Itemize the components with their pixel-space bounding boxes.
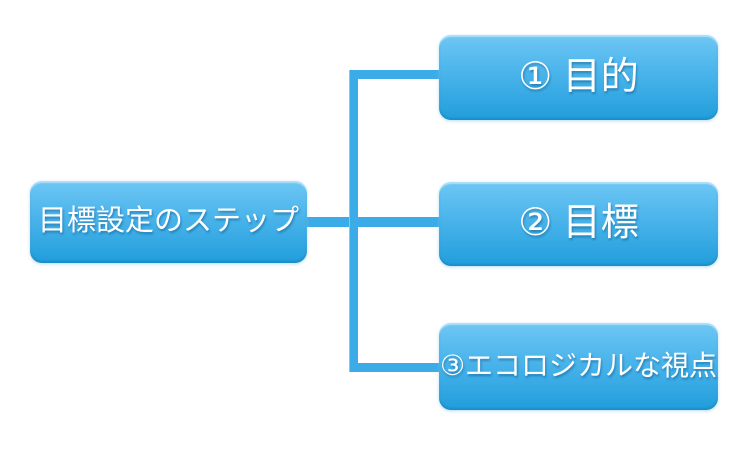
root-node-label: 目標設定のステップ <box>37 205 299 238</box>
child-node-1-label: ① 目的 <box>518 55 639 98</box>
connector-branch-to-child-1 <box>349 70 439 79</box>
connector-root-to-trunk <box>306 217 439 227</box>
connector-trunk-vertical <box>349 70 358 372</box>
child-node-2-label: ② 目標 <box>518 202 639 245</box>
child-node-3-label: ③エコロジカルな視点 <box>439 350 718 382</box>
child-node-3-ecological-viewpoint: ③エコロジカルな視点 <box>439 323 718 410</box>
child-node-1-purpose: ① 目的 <box>439 35 718 120</box>
root-node-goal-setting-steps: 目標設定のステップ <box>30 181 307 263</box>
connector-branch-to-child-3 <box>349 363 439 372</box>
child-node-2-goal: ② 目標 <box>439 182 718 266</box>
